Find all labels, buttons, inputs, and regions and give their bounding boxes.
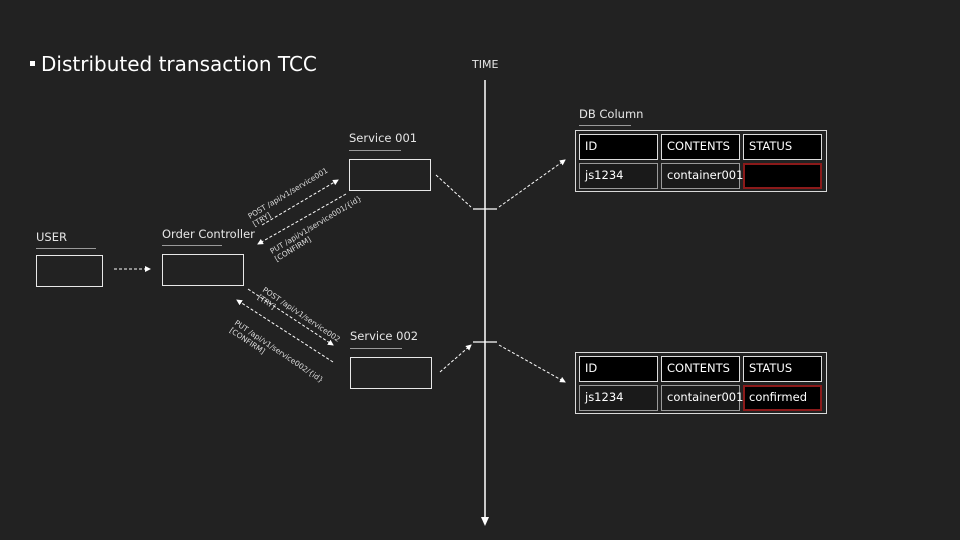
db1-header-contents: CONTENTS bbox=[661, 134, 740, 160]
s2-try-arrow bbox=[247, 288, 334, 346]
title-bullet bbox=[30, 61, 35, 66]
s1-confirm-label-line1: PUT /api/v1/service001/{id} bbox=[268, 194, 363, 256]
db1-header-id: ID bbox=[579, 134, 658, 160]
db-column-label: DB Column bbox=[579, 107, 644, 121]
db2-cell-contents: container001 bbox=[661, 385, 743, 411]
service-002-underline bbox=[350, 348, 402, 349]
db1-cell-status bbox=[743, 163, 822, 189]
s2-confirm-arrow bbox=[236, 299, 334, 363]
db2-header-status: STATUS bbox=[743, 356, 822, 382]
db1-header-status: STATUS bbox=[743, 134, 822, 160]
user-box bbox=[36, 255, 103, 287]
timeline-arrowhead bbox=[481, 517, 489, 526]
order-controller-label: Order Controller bbox=[162, 227, 255, 241]
db2-header-contents: CONTENTS bbox=[661, 356, 740, 382]
user-label: USER bbox=[36, 230, 67, 244]
service-002-label: Service 002 bbox=[350, 329, 419, 343]
service-001-label: Service 001 bbox=[349, 131, 418, 145]
db-table-1: ID CONTENTS STATUS js1234 container001 bbox=[575, 130, 827, 192]
db2-cell-id: js1234 bbox=[579, 385, 658, 411]
s2-to-timeline-arrow bbox=[439, 344, 472, 373]
timeline-to-db2-arrow bbox=[498, 344, 566, 383]
service-002-box bbox=[350, 357, 432, 389]
timeline-to-db1-arrow bbox=[498, 159, 566, 208]
s1-to-timeline-arrow bbox=[435, 174, 472, 208]
order-controller-box bbox=[162, 254, 244, 286]
s2-confirm-label-line1: PUT /api/v1/service002/{id} bbox=[233, 318, 325, 384]
db2-cell-status: confirmed bbox=[743, 385, 822, 411]
title-text: Distributed transaction TCC bbox=[41, 52, 317, 76]
s1-try-label-line1: POST /api/v1/service001 bbox=[246, 166, 329, 221]
s2-try-label-line1: POST /api/v1/service002 bbox=[261, 285, 342, 344]
order-controller-underline bbox=[162, 245, 222, 246]
page-title: Distributed transaction TCC bbox=[30, 52, 317, 76]
user-underline bbox=[36, 248, 96, 249]
service-001-underline bbox=[349, 150, 401, 151]
time-axis-label: TIME bbox=[472, 58, 499, 71]
db1-cell-id: js1234 bbox=[579, 163, 658, 189]
db-column-underline bbox=[579, 125, 631, 126]
db-table-2: ID CONTENTS STATUS js1234 container001 c… bbox=[575, 352, 827, 414]
db2-header-id: ID bbox=[579, 356, 658, 382]
s1-confirm-arrow bbox=[257, 193, 347, 245]
db1-cell-contents: container001 bbox=[661, 163, 743, 189]
service-001-box bbox=[349, 159, 431, 191]
